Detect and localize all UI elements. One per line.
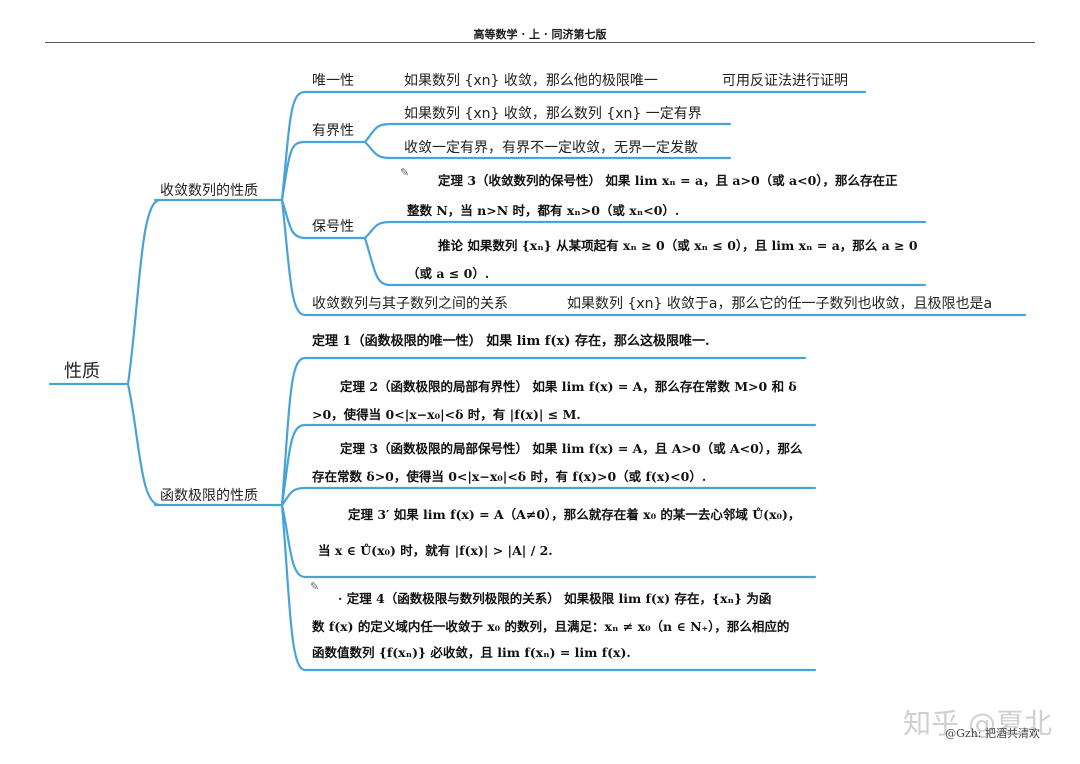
- unique-label: 唯一性: [312, 73, 354, 89]
- func-branch-title: 函数极限的性质: [160, 488, 258, 504]
- func-thm3-line1: 定理 3（函数极限的局部保号性） 如果 lim f(x) = A，且 A>0（或…: [340, 441, 803, 456]
- unique-note: 可用反证法进行证明: [722, 73, 848, 89]
- seq-thm3-line1: 定理 3（收敛数列的保号性） 如果 lim xₙ = a，且 a>0（或 a<0…: [438, 173, 898, 188]
- bounded-text-1: 如果数列 {xn} 收敛，那么数列 {xn} 一定有界: [404, 106, 702, 122]
- subseq-text: 如果数列 {xn} 收敛于a，那么它的任一子数列也收敛，且极限也是a: [567, 296, 993, 312]
- func-thm2-line1: 定理 2（函数极限的局部有界性） 如果 lim f(x) = A，那么存在常数 …: [340, 379, 797, 394]
- watermark-main: 知乎 @夏北: [903, 707, 1052, 740]
- bounded-text-2: 收敛一定有界，有界不一定收敛，无界一定发散: [404, 140, 698, 156]
- seq-branch-title: 收敛数列的性质: [160, 183, 258, 199]
- func-thm3p-line2: 当 x ∈ Ů(x₀) 时，就有 |f(x)| > |A| / 2.: [318, 543, 553, 558]
- seq-thm3-line2: 整数 N，当 n>N 时，都有 xₙ>0（或 xₙ<0）.: [407, 203, 680, 218]
- seq-corollary-line1: 推论 如果数列 {xₙ} 从某项起有 xₙ ≥ 0（或 xₙ ≤ 0），且 li…: [438, 238, 918, 253]
- func-thm3p-line1: 定理 3′ 如果 lim f(x) = A（A≠0），那么就存在着 x₀ 的某一…: [348, 507, 801, 522]
- sign-label: 保号性: [312, 219, 354, 235]
- func-thm2-line2: >0，使得当 0<|x−x₀|<δ 时，有 |f(x)| ≤ M.: [312, 407, 581, 422]
- func-thm4-line1: · 定理 4（函数极限与数列极限的关系） 如果极限 lim f(x) 存在，{x…: [338, 591, 772, 606]
- pencil-mark-icon: ✎: [400, 166, 410, 179]
- page-header: 高等数学 · 上 · 同济第七版: [473, 28, 607, 41]
- header-rule: [45, 42, 1035, 43]
- func-thm1: 定理 1（函数极限的唯一性） 如果 lim f(x) 存在，那么这极限唯一.: [312, 334, 710, 349]
- func-thm3-line2: 存在常数 δ>0，使得当 0<|x−x₀|<δ 时，有 f(x)>0（或 f(x…: [312, 469, 707, 484]
- watermark-sub: @Gzh: 把酒共清欢: [945, 727, 1040, 740]
- root-node: 性质: [64, 361, 100, 382]
- func-thm4-line2: 数 f(x) 的定义域内任一收敛于 x₀ 的数列，且满足：xₙ ≠ x₀（n ∈…: [312, 619, 790, 634]
- subseq-label: 收敛数列与其子数列之间的关系: [312, 296, 508, 312]
- func-thm4-line3: 函数值数列 {f(xₙ)} 必收敛，且 lim f(xₙ) = lim f(x)…: [312, 645, 631, 660]
- bounded-label: 有界性: [312, 123, 354, 139]
- unique-text: 如果数列 {xn} 收敛，那么他的极限唯一: [404, 73, 658, 89]
- seq-corollary-line2: （或 a ≤ 0）.: [407, 266, 490, 281]
- pencil-mark-icon-2: ✎: [310, 580, 320, 593]
